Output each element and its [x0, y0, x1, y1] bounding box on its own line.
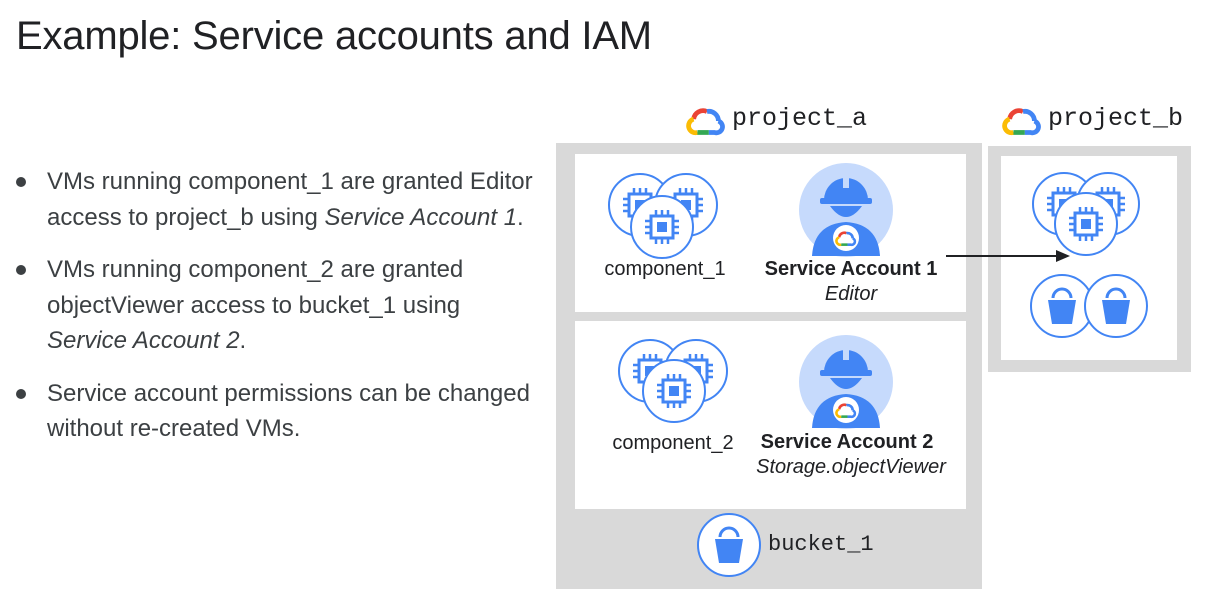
- service-account-icon: [799, 335, 893, 429]
- component-1-label: component_1: [604, 258, 726, 280]
- bullet-text: Service account permissions can be chang…: [47, 379, 530, 443]
- bullet-text-end: .: [517, 203, 524, 231]
- bullet-item: Service account permissions can be chang…: [14, 376, 534, 447]
- service-account-2-name: Service Account 2: [760, 431, 934, 453]
- service-account-icon: [799, 163, 893, 257]
- google-cloud-logo-icon: [1002, 102, 1042, 142]
- bullet-dot-icon: [16, 177, 26, 187]
- arrow-icon: [946, 250, 1070, 262]
- bullet-text: VMs running component_1 are granted Edit…: [47, 168, 533, 231]
- bullet-emphasis: Service Account 1: [324, 203, 518, 231]
- cloud-storage-bucket-icon: [696, 512, 762, 578]
- bullet-text-end: .: [239, 327, 247, 354]
- bullet-dot-icon: [16, 265, 26, 275]
- bullet-list: VMs running component_1 are granted Edit…: [14, 164, 534, 464]
- google-cloud-logo-icon: [686, 102, 726, 142]
- project-a-name: project_a: [732, 104, 868, 133]
- compute-engine-icon: [617, 338, 729, 424]
- bullet-item: VMs running component_2 are granted obje…: [14, 252, 534, 359]
- bucket-1-label: bucket_1: [768, 532, 874, 557]
- bullet-emphasis: Service Account 2: [47, 327, 240, 354]
- bullet-item: VMs running component_1 are granted Edit…: [14, 164, 534, 235]
- bullet-dot-icon: [16, 388, 26, 399]
- compute-engine-icon: [1031, 171, 1141, 257]
- service-account-1-name: Service Account 1: [764, 258, 938, 280]
- bullet-text: VMs running component_2 are granted obje…: [47, 256, 464, 319]
- service-account-1-role: Editor: [824, 283, 878, 305]
- component-2-label: component_2: [612, 432, 734, 454]
- service-account-2-role: Storage.objectViewer: [756, 456, 946, 478]
- slide-title: Example: Service accounts and IAM: [16, 14, 652, 58]
- cloud-storage-bucket-icon: [1029, 273, 1149, 339]
- project-b-name: project_b: [1048, 104, 1184, 133]
